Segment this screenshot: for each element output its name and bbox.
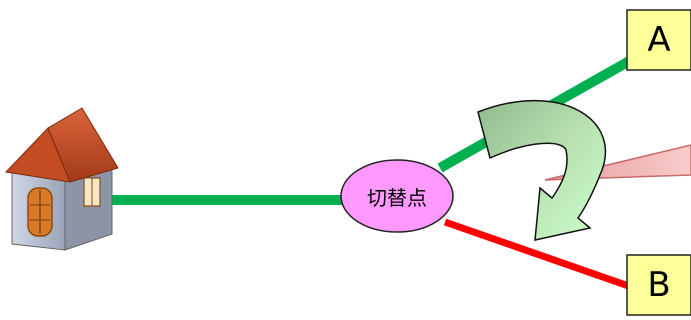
route-line-b xyxy=(443,218,642,294)
destination-a-label: A xyxy=(647,20,671,60)
house-icon xyxy=(4,107,119,251)
curved-arrow-icon xyxy=(477,99,607,241)
switch-point-label: 切替点 xyxy=(367,185,427,210)
destination-a-box xyxy=(626,9,691,71)
destination-b-box xyxy=(626,254,691,316)
switch-point-node xyxy=(340,159,454,233)
destination-b-label: B xyxy=(647,265,671,305)
